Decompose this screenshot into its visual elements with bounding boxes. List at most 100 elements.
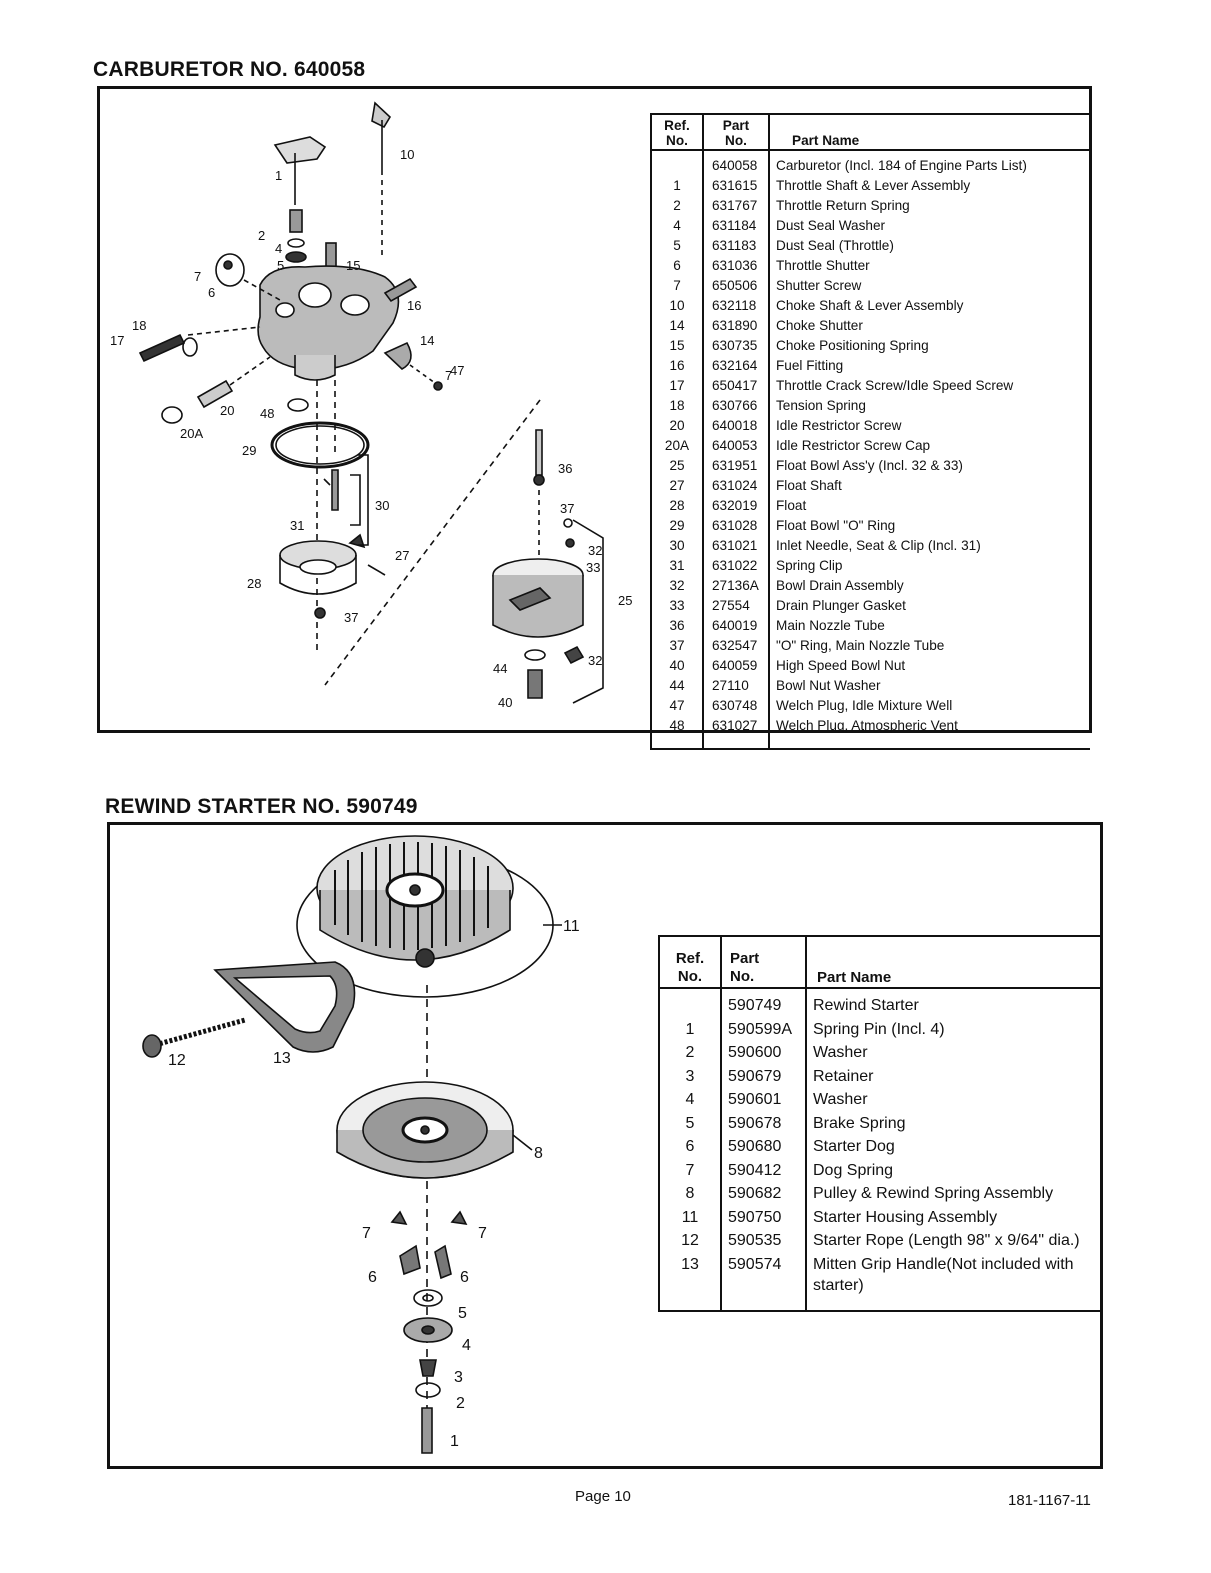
- cell-part: 590412: [721, 1158, 807, 1182]
- callout-29: 29: [242, 443, 256, 458]
- cell-name: Choke Positioning Spring: [776, 338, 929, 353]
- callout-17: 17: [110, 333, 124, 348]
- callout-20a: 20A: [180, 426, 203, 441]
- cell-ref: 27: [651, 476, 704, 496]
- callout-31: 31: [290, 518, 304, 533]
- callout-6a: 6: [368, 1269, 377, 1286]
- cell-name: Spring Pin (Incl. 4): [813, 1020, 945, 1038]
- cell-part: 27110: [703, 676, 770, 696]
- cell-ref: 16: [651, 356, 704, 376]
- cell-part: 590678: [721, 1111, 807, 1135]
- cell-name: Throttle Crack Screw/Idle Speed Screw: [776, 378, 1014, 393]
- carburetor-frame: [97, 86, 1092, 733]
- cell-ref: 25: [651, 456, 704, 476]
- cell-name: Rewind Starter: [813, 997, 919, 1014]
- cell-ref: 2: [659, 1041, 722, 1065]
- cell-name: Starter Dog: [813, 1138, 895, 1155]
- cell-name: Float Shaft: [776, 478, 842, 493]
- callout-27: 27: [395, 548, 409, 563]
- cell-name: Starter Housing Assembly: [813, 1208, 998, 1226]
- cell-name: Float Bowl Ass'y (Incl. 32 & 33): [776, 458, 963, 473]
- callout-12: 12: [168, 1052, 186, 1069]
- cell-ref: 17: [651, 376, 704, 396]
- cell-part: 27136A: [703, 576, 770, 596]
- callout-7b: 7: [445, 368, 452, 383]
- cell-part: 632019: [703, 496, 770, 516]
- cell-ref: 5: [659, 1111, 722, 1135]
- cell-ref: 7: [651, 276, 704, 296]
- callout-48: 48: [260, 406, 274, 421]
- cell-name: Shutter Screw: [776, 278, 862, 293]
- cell-part: 650506: [703, 276, 770, 296]
- cell-ref: 47: [651, 696, 704, 716]
- cell-part: 590679: [721, 1064, 807, 1088]
- callout-4: 5: [458, 1305, 467, 1322]
- cell-ref: 6: [659, 1135, 722, 1159]
- document-number: 181-1167-11: [1008, 1492, 1091, 1509]
- cell-part: 631951: [703, 456, 770, 476]
- callout-1: 1: [275, 168, 282, 183]
- cell-name: Washer: [813, 1044, 868, 1061]
- callout-5: 3: [454, 1369, 463, 1386]
- cell-ref: 33: [651, 596, 704, 616]
- cell-ref: 4: [651, 216, 704, 236]
- cell-name: Welch Plug, Idle Mixture Well: [776, 698, 953, 713]
- cell-ref: 6: [651, 256, 704, 276]
- starter-exploded-diagram: 11 12 13 8 7 7 6 6 5 4 3 2 1: [130, 830, 600, 1460]
- cell-ref: 13: [659, 1252, 722, 1298]
- col-part-no: Part No.: [721, 936, 807, 989]
- cell-part: 631021: [703, 536, 770, 556]
- cell-ref: 31: [651, 556, 704, 576]
- cell-ref: 8: [659, 1182, 722, 1206]
- cell-ref: 32: [651, 576, 704, 596]
- cell-part: 590749: [721, 988, 807, 1018]
- cell-part: 640058: [703, 150, 770, 176]
- cell-ref: 14: [651, 316, 704, 336]
- callout-10: 10: [400, 147, 414, 162]
- cell-name: Drain Plunger Gasket: [776, 598, 906, 613]
- callout-2: 2: [456, 1395, 465, 1412]
- cell-name: Main Nozzle Tube: [776, 618, 885, 633]
- table-spacer-row: [651, 736, 1090, 749]
- carburetor-title: CARBURETOR NO. 640058: [93, 58, 366, 81]
- cell-part: 640019: [703, 616, 770, 636]
- cell-name: Throttle Shutter: [776, 258, 870, 273]
- cell-ref: 20A: [651, 436, 704, 456]
- cell-name: "O" Ring, Main Nozzle Tube: [776, 638, 945, 653]
- cell-ref: 30: [651, 536, 704, 556]
- callout-14: 14: [420, 333, 434, 348]
- cell-ref: 4: [659, 1088, 722, 1112]
- starter-title: REWIND STARTER NO. 590749: [105, 795, 418, 818]
- starter-frame: [107, 822, 1103, 1469]
- callout-2: 2: [258, 228, 265, 243]
- cell-name: Inlet Needle, Seat & Clip (Incl. 31): [776, 538, 981, 553]
- cell-part: 590600: [721, 1041, 807, 1065]
- cell-part: 590599A: [721, 1017, 807, 1041]
- cell-ref: 48: [651, 716, 704, 736]
- cell-part: 590680: [721, 1135, 807, 1159]
- callout-37b: 37: [344, 610, 358, 625]
- cell-name: Dust Seal Washer: [776, 218, 886, 233]
- cell-part: 590682: [721, 1182, 807, 1206]
- callout-36: 36: [558, 461, 572, 476]
- callout-47: 47: [450, 363, 464, 378]
- cell-ref: 12: [659, 1229, 722, 1253]
- cell-part: 631028: [703, 516, 770, 536]
